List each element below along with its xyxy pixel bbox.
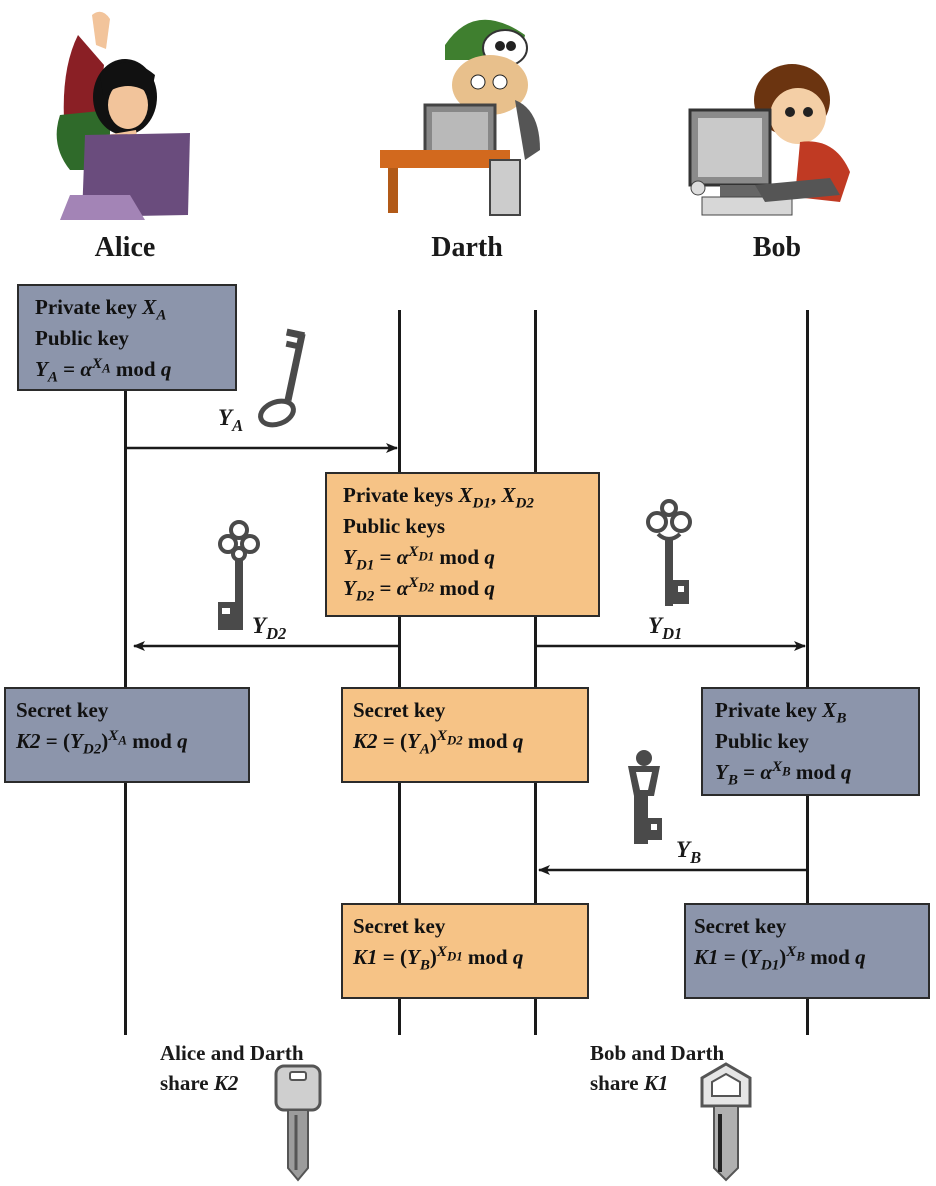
padlock-key-icon — [628, 750, 662, 844]
actor-name-bob: Bob — [752, 232, 802, 263]
actor-name-darth: Darth — [431, 232, 503, 263]
alice-secret-box: Secret key K2 = (YD2)XA mod q — [4, 687, 250, 783]
alice-keys-box: Private key XA Public key YA = αXA mod q — [17, 284, 237, 391]
lifeline-darth-left — [398, 310, 401, 1035]
ornate-key-icon — [218, 520, 260, 630]
darth-keys-box: Private keys XD1, XD2 Public keys YD1 = … — [325, 472, 600, 617]
actor-name-alice: Alice — [94, 232, 156, 263]
alice-darth-share-text: Alice and Darth share K2 — [160, 1041, 304, 1095]
house-key-icon — [700, 1062, 752, 1182]
label-ya: YA — [218, 405, 244, 435]
bob-illustration — [688, 64, 850, 216]
darth-illustration — [380, 19, 540, 216]
lifeline-bob — [806, 310, 809, 1035]
ornate-key-icon — [646, 499, 692, 606]
label-yb: YB — [676, 837, 702, 867]
label-yd1: YD1 — [648, 613, 683, 643]
darth-secret-k1-box: Secret key K1 = (YB)XD1 mod q — [341, 903, 589, 999]
label-yd2: YD2 — [252, 613, 287, 643]
house-key-icon — [274, 1064, 322, 1182]
key-icon — [258, 328, 306, 428]
darth-secret-k2-box: Secret key K2 = (YA)XD2 mod q — [341, 687, 589, 783]
lifeline-darth-right — [534, 310, 537, 1035]
bob-secret-box: Secret key K1 = (YD1)XB mod q — [684, 903, 930, 999]
bob-keys-box: Private key XB Public key YB = αXB mod q — [701, 687, 920, 796]
bob-darth-share-text: Bob and Darth share K1 — [590, 1041, 725, 1095]
alice-illustration — [56, 11, 190, 220]
